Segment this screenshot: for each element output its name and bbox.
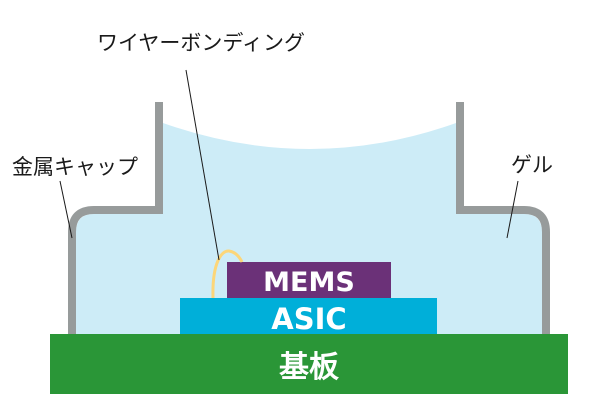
wire-bonding-label: ワイヤーボンディング [97,31,305,55]
wire-bonding-callout-line [185,69,220,261]
wire-bond [211,249,244,299]
gel-label: ゲル [511,153,553,177]
metal-cap [68,102,163,334]
metal-cap-callout-line [59,180,73,239]
metal-cap-label: 金属キャップ [12,155,138,179]
metal-cap-right [456,102,550,334]
mems-chip [227,262,391,298]
substrate-label: 基板 [279,350,339,385]
gel-fill [76,123,542,334]
mems-label: MEMS [263,267,355,298]
substrate [50,334,568,394]
asic-label: ASIC [271,302,346,336]
gel-callout-line [506,180,519,239]
asic-chip [180,298,437,334]
